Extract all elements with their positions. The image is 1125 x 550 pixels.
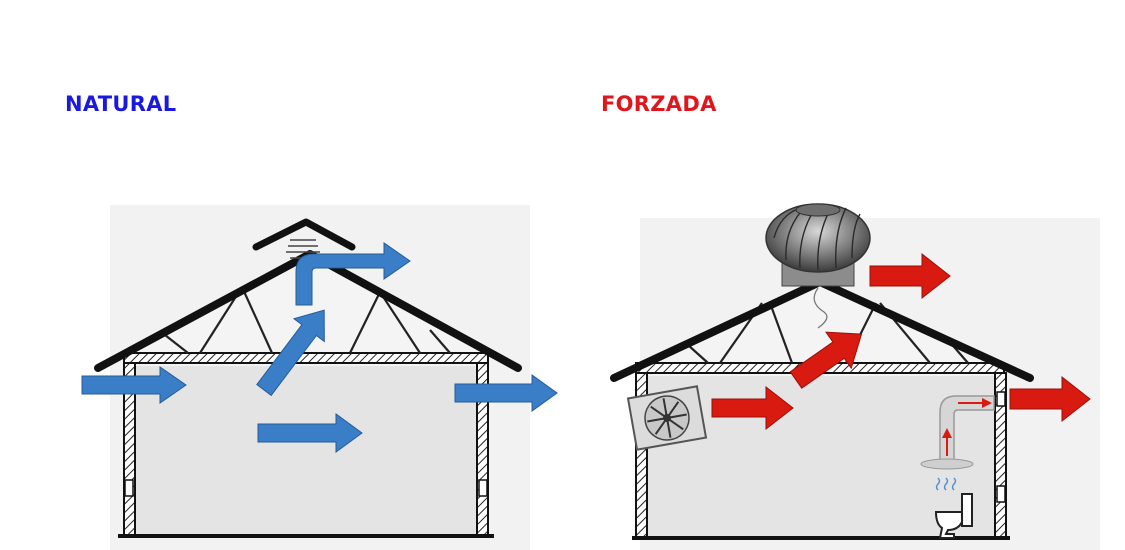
- natural-interior: [124, 366, 488, 534]
- natural-ceiling: [123, 352, 489, 364]
- steam-icon: [935, 477, 957, 491]
- natural-window-right: [478, 479, 488, 497]
- air-arrow-rising: [256, 309, 325, 397]
- wall-fan-icon: [626, 385, 708, 451]
- forzada-title: FORZADA: [601, 92, 717, 116]
- air-arrow-exhaust: [295, 242, 411, 306]
- toilet-icon: [934, 493, 973, 539]
- forced-arrow-rising: [789, 331, 863, 389]
- natural-window-left: [124, 479, 134, 497]
- natural-house: [81, 205, 558, 550]
- forced-arrow-fan: [711, 385, 794, 431]
- natural-airflow: [81, 242, 558, 453]
- air-arrow-out-right: [454, 374, 558, 412]
- natural-title: NATURAL: [65, 92, 177, 116]
- turbine-ventilator-icon: [765, 203, 871, 329]
- forced-arrow-out-right: [1009, 375, 1091, 423]
- extractor-duct-icon: [920, 395, 995, 491]
- forced-arrow-turbine: [869, 252, 951, 300]
- forzada-house: [610, 203, 1100, 550]
- air-arrow-in-left: [81, 366, 187, 404]
- forzada-window-right: [996, 485, 1006, 503]
- forzada-vent-grille: [996, 391, 1006, 407]
- air-arrow-interior: [257, 413, 363, 453]
- forzada-airflow: [711, 252, 1091, 431]
